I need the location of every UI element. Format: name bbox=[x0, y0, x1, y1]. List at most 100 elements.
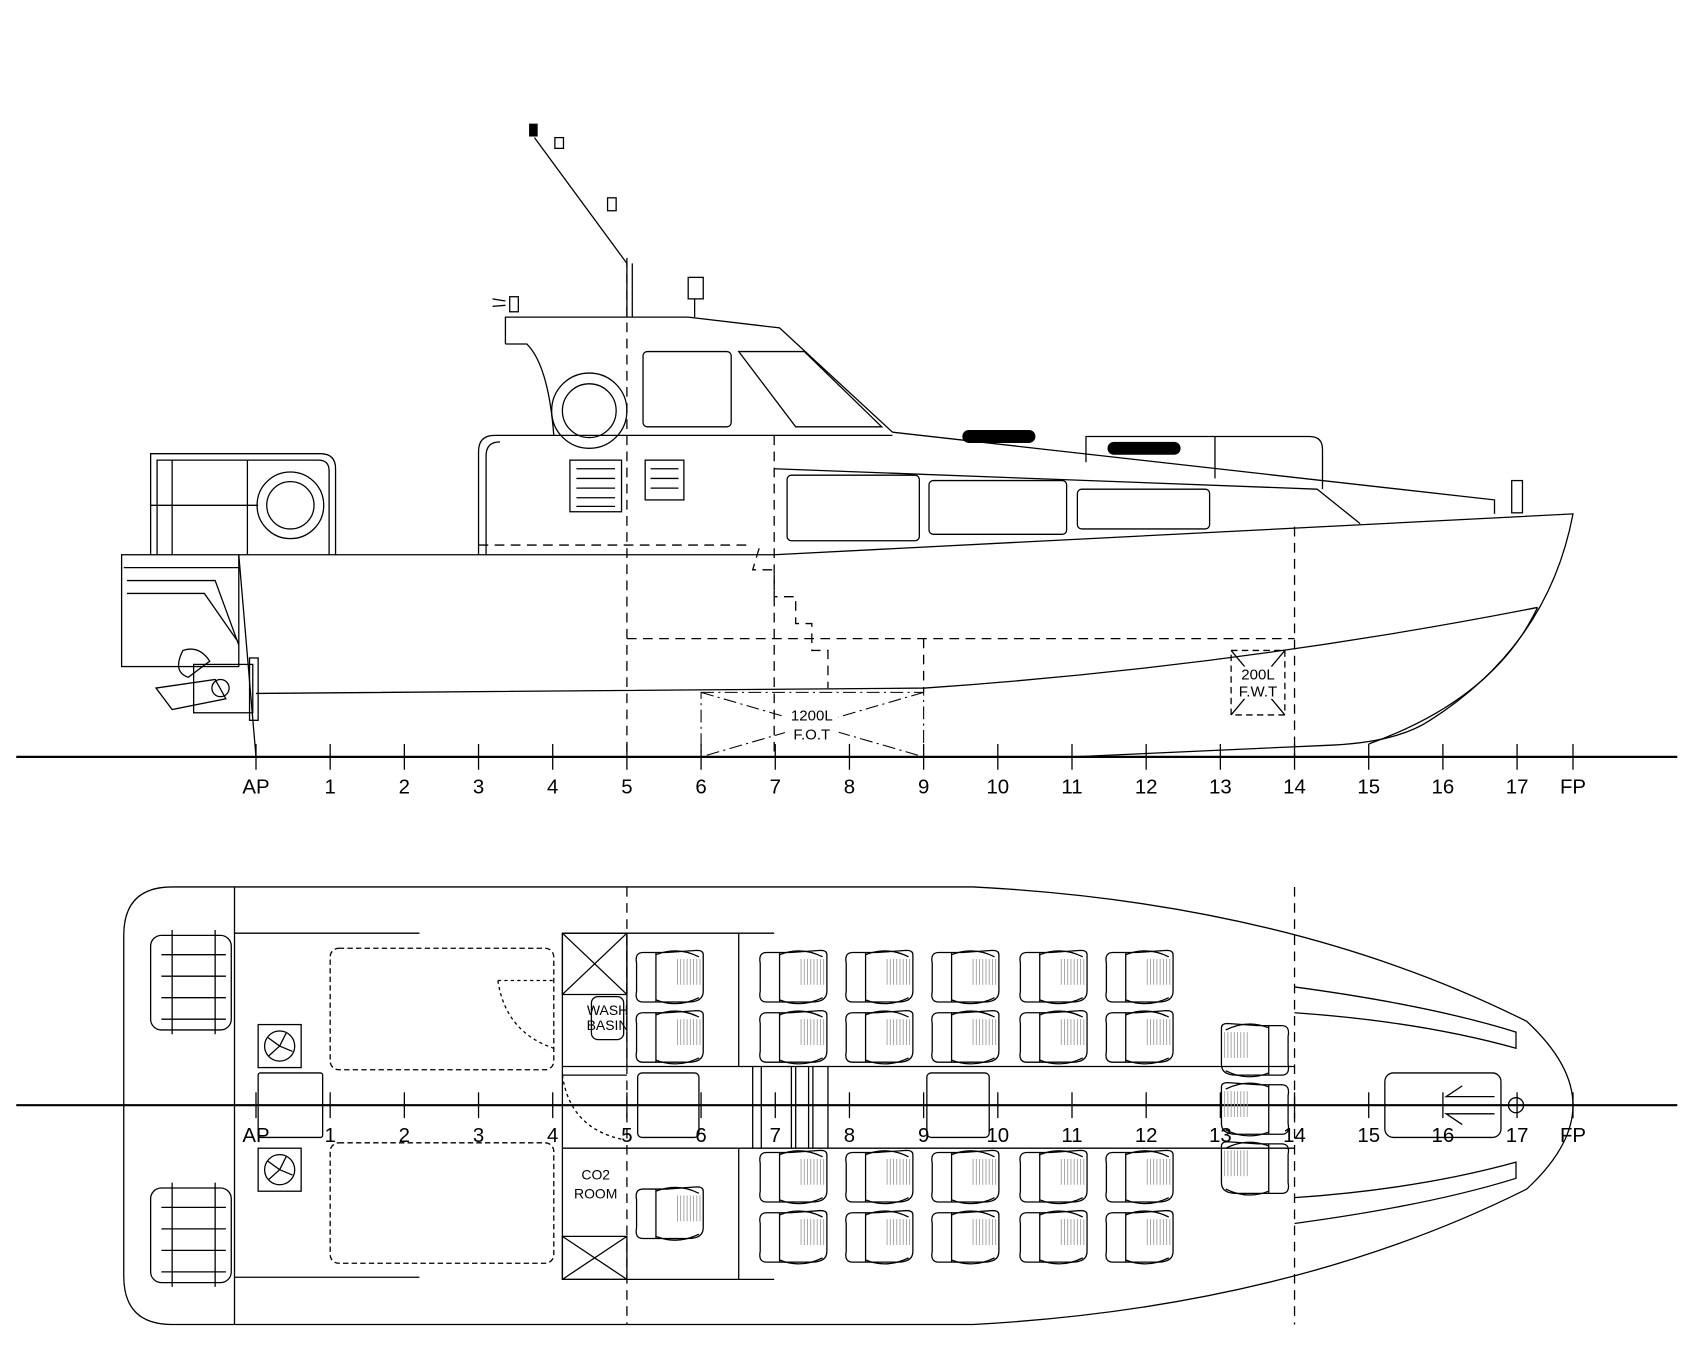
station-label: 6 bbox=[695, 1125, 706, 1147]
station-label: AP bbox=[242, 1125, 269, 1147]
bollard bbox=[1511, 479, 1524, 514]
cabin-outline bbox=[477, 434, 893, 555]
station-label: 12 bbox=[1135, 1125, 1158, 1147]
passenger-seat bbox=[1220, 1081, 1290, 1137]
station-label: 8 bbox=[844, 1125, 855, 1147]
wash-basin-label: BASIN bbox=[587, 1017, 629, 1033]
passenger-seat bbox=[931, 949, 1000, 1005]
spray-rail bbox=[1294, 1161, 1517, 1225]
station-label: 15 bbox=[1357, 776, 1380, 798]
passenger-seat bbox=[1220, 1022, 1290, 1078]
passenger-seat bbox=[759, 949, 828, 1005]
passenger-seat bbox=[1105, 1209, 1174, 1265]
passenger-seat bbox=[845, 1009, 914, 1065]
wheelhouse-outline bbox=[504, 316, 893, 433]
passenger-seat bbox=[845, 949, 914, 1005]
passenger-seat bbox=[1019, 949, 1088, 1005]
fender-icon bbox=[1107, 441, 1181, 455]
hatch bbox=[637, 1072, 700, 1139]
windscreen bbox=[737, 350, 884, 428]
hatch bbox=[926, 1072, 990, 1139]
passenger-seat bbox=[1019, 1149, 1088, 1205]
station-label: 5 bbox=[621, 776, 632, 798]
mast-light-icon bbox=[529, 123, 538, 137]
station-label: 7 bbox=[770, 776, 781, 798]
liferaft-icon bbox=[149, 929, 232, 1035]
fresh-water-tank: 200L F.W.T bbox=[1230, 649, 1286, 716]
fan-icon bbox=[257, 1023, 302, 1069]
liferaft-icon bbox=[149, 1182, 232, 1287]
station-label: 3 bbox=[473, 776, 484, 798]
passenger-seat bbox=[635, 1186, 704, 1241]
transom bbox=[238, 554, 257, 757]
station-label: 13 bbox=[1209, 1125, 1232, 1147]
co2-room-label: ROOM bbox=[574, 1186, 617, 1202]
station-label: 12 bbox=[1135, 776, 1158, 798]
passenger-seat bbox=[1105, 949, 1174, 1005]
station-label: 2 bbox=[399, 776, 410, 798]
rail bbox=[234, 932, 420, 1278]
station-label: 11 bbox=[1061, 776, 1082, 798]
co2-room-label: CO2 bbox=[581, 1166, 610, 1182]
passenger-seat bbox=[845, 1209, 914, 1265]
outboard-engine-icon bbox=[154, 648, 259, 721]
station-label: 11 bbox=[1061, 1125, 1082, 1147]
passenger-seat bbox=[1019, 1009, 1088, 1065]
door-swing bbox=[497, 979, 555, 1049]
fuel-tank-capacity: 1200L bbox=[791, 707, 833, 724]
vent-grille bbox=[569, 459, 685, 513]
fuel-oil-tank: 1200L F.O.T bbox=[700, 691, 925, 758]
fresh-water-tank-capacity: 200L bbox=[1241, 666, 1274, 683]
stairway bbox=[751, 548, 829, 689]
station-label: 9 bbox=[918, 776, 929, 798]
station-label: 16 bbox=[1432, 776, 1455, 798]
locker bbox=[561, 932, 628, 996]
station-label: 3 bbox=[473, 1125, 484, 1147]
wheelhouse-window bbox=[642, 350, 732, 428]
stem-lower bbox=[1368, 607, 1539, 745]
lifebuoy-icon bbox=[551, 372, 628, 449]
steps bbox=[752, 1066, 829, 1149]
foredeck-bulwark bbox=[892, 431, 1496, 514]
station-label: 4 bbox=[547, 776, 558, 798]
fan-icon bbox=[257, 1147, 302, 1192]
chine-line bbox=[255, 606, 1538, 695]
station-label: 9 bbox=[918, 1125, 929, 1147]
swim-platform bbox=[120, 554, 240, 668]
station-label: 16 bbox=[1432, 1125, 1455, 1147]
roof-railing bbox=[1085, 435, 1324, 490]
passenger-seat bbox=[931, 1009, 1000, 1065]
station-label: 17 bbox=[1506, 1125, 1529, 1147]
wash-basin-label: WASH bbox=[587, 1002, 628, 1018]
station-label: 4 bbox=[547, 1125, 558, 1147]
passenger-seat bbox=[931, 1209, 1000, 1265]
spray-rail bbox=[1294, 986, 1517, 1050]
passenger-seat bbox=[635, 1009, 704, 1065]
station-label: 10 bbox=[986, 776, 1009, 798]
cabin-window bbox=[1076, 488, 1211, 530]
station-label: 1 bbox=[324, 776, 335, 798]
passenger-seat bbox=[1019, 1209, 1088, 1265]
station-label: 7 bbox=[770, 1125, 781, 1147]
passenger-seat bbox=[759, 1209, 828, 1265]
station-label: 10 bbox=[986, 1125, 1009, 1147]
hull-outline bbox=[238, 513, 1574, 758]
fender-icon bbox=[962, 430, 1036, 443]
wash-basin: WASH BASIN bbox=[587, 995, 629, 1041]
station-label: 17 bbox=[1506, 776, 1529, 798]
locker bbox=[561, 1235, 628, 1281]
passenger-seat bbox=[759, 1009, 828, 1065]
passenger-seat bbox=[1105, 1149, 1174, 1205]
station-label: 1 bbox=[324, 1125, 335, 1147]
lifebuoy-icon bbox=[256, 471, 325, 540]
station-label: 8 bbox=[844, 776, 855, 798]
deck-outline bbox=[123, 886, 1574, 1326]
station-label: 13 bbox=[1209, 776, 1232, 798]
station-label: FP bbox=[1560, 776, 1586, 798]
station-label: 6 bbox=[695, 776, 706, 798]
passenger-seat bbox=[759, 1149, 828, 1205]
